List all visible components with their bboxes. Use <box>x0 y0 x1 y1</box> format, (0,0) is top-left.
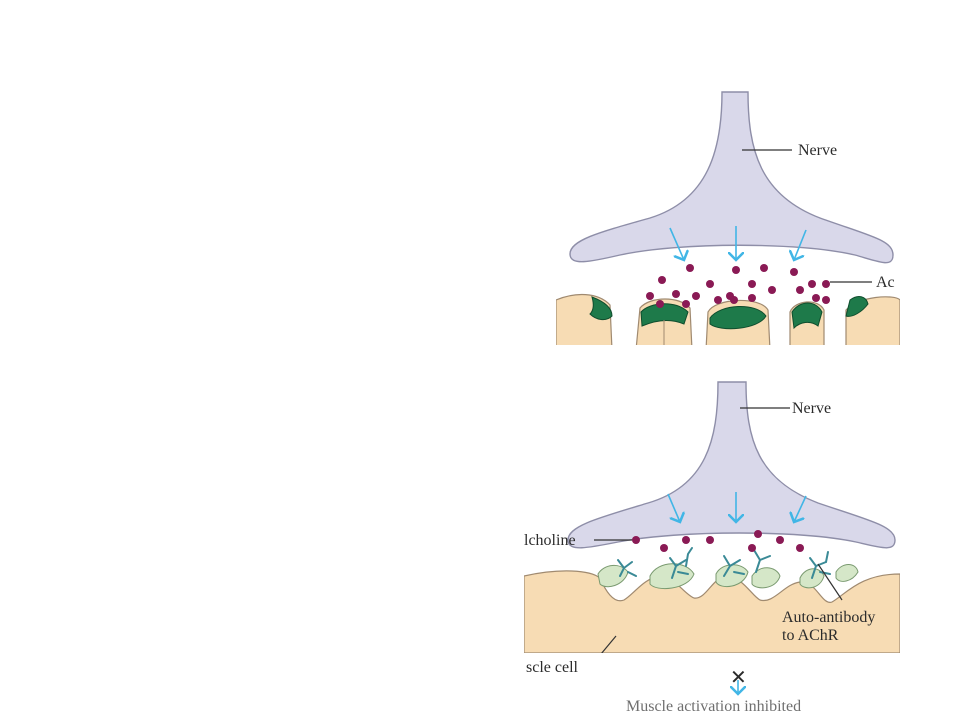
bottom-release-arrows <box>667 492 807 522</box>
top-acetylcholine-molecules <box>646 264 830 308</box>
top-nerve-terminal <box>569 91 894 264</box>
top-panel-normal-synapse: Nerve Ac <box>556 91 900 345</box>
bottom-antibody-leader <box>817 563 843 601</box>
bottom-auto-antibodies <box>617 547 831 579</box>
antibody-label-line1: Auto-antibody <box>782 609 875 626</box>
bottom-muscle-leader <box>601 635 617 653</box>
bottom-panel-blocked-synapse: Nerve lcholine Auto-antibody to AChR <box>524 381 900 653</box>
bottom-blocked-receptors <box>597 563 859 590</box>
top-release-arrows <box>669 226 807 260</box>
outcome-label: Muscle activation inhibited <box>626 698 801 715</box>
bottom-acetylcholine-molecules <box>632 530 804 552</box>
top-ach-label: Ac <box>876 274 895 291</box>
bottom-muscle-cell <box>524 570 900 653</box>
bottom-ach-label: lcholine <box>524 532 576 549</box>
bottom-nerve-label: Nerve <box>792 400 831 417</box>
top-receptors <box>589 296 869 330</box>
bottom-muscle-label: scle cell <box>526 659 579 676</box>
top-nerve-label: Nerve <box>798 142 837 159</box>
antibody-label-line2: to AChR <box>782 627 839 644</box>
blocked-x-icon: ✕ <box>730 665 747 689</box>
bottom-nerve-terminal <box>567 381 896 549</box>
